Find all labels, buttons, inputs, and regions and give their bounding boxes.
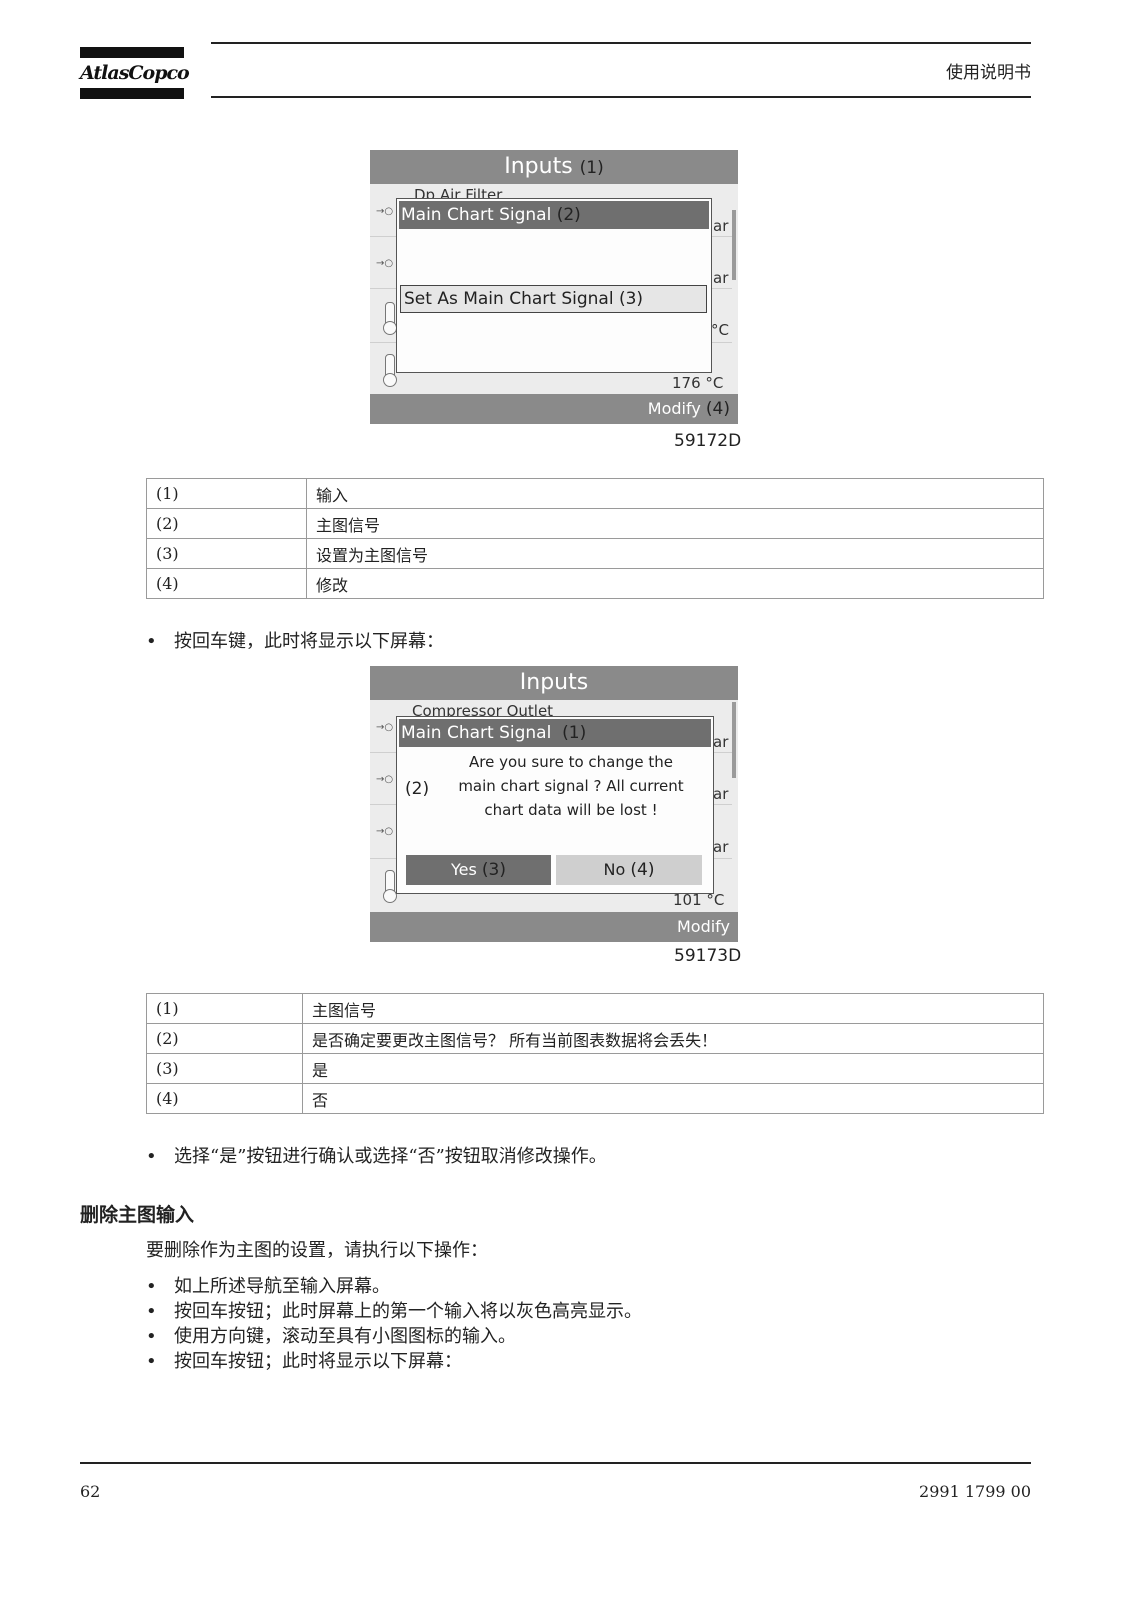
row-label-compressor-outlet: Compressor Outlet [412,702,554,720]
page-number: 62 [80,1482,101,1501]
confirm-dialog: Main Chart Signal (1) (2) Are you sure t… [396,716,714,894]
bullet-item: •选择“是”按钮进行确认或选择“否”按钮取消修改操作。 [146,1146,607,1167]
screen-footer: Modify (4) [370,394,738,424]
row-unit: °C [711,321,729,339]
footer-rule [80,1462,1031,1464]
list-item: •按回车按钮；此时将显示以下屏幕： [146,1351,462,1372]
table-row: (2)主图信号 [146,508,1044,539]
inputs-screen-1: Inputs (1) Dp Air Filter →○ ar →○ ar °C … [370,150,738,424]
legend-table-2: (1)主图信号 (2)是否确定要更改主图信号？ 所有当前图表数据将会丢失！ (3… [146,993,1044,1114]
table-row: (4)修改 [146,568,1044,599]
thermometer-icon [383,870,397,903]
header-bottom-rule [211,96,1031,98]
row-unit: ar [713,785,729,803]
thermometer-icon [383,302,397,335]
thermometer-icon [383,354,397,387]
table-row: (3)是 [146,1053,1044,1084]
input-arrow-icon: →○ [376,258,394,269]
confirm-message: Are you sure to change the main chart si… [458,753,684,819]
section-intro: 要删除作为主图的设置，请执行以下操作： [146,1240,488,1261]
last-value: 176 °C [672,374,724,392]
row-unit: ar [713,733,729,751]
row-unit: ar [713,217,729,235]
list-item: •如上所述导航至输入屏幕。 [146,1276,390,1297]
yes-button[interactable]: Yes (3) [406,855,551,885]
table-row: (3)设置为主图信号 [146,538,1044,569]
message-callout: (2) [405,779,430,799]
screen-title: Inputs (1) [370,150,738,184]
input-arrow-icon: →○ [376,826,394,837]
no-button[interactable]: No (4) [556,855,702,885]
table-row: (1)主图信号 [146,993,1044,1024]
section-heading: 删除主图输入 [80,1204,195,1226]
inputs-screen-2: Inputs Compressor Outlet →○ ar →○ ar →○ … [370,666,738,942]
scrollbar[interactable] [732,210,736,280]
screen-title: Inputs [370,666,738,700]
dialog-title: Main Chart Signal (2) [399,201,709,229]
dialog-title: Main Chart Signal (1) [399,719,711,747]
set-as-main-chart-option[interactable]: Set As Main Chart Signal (3) [400,285,707,313]
list-item: •使用方向键，滚动至具有小图图标的输入。 [146,1326,516,1347]
atlas-copco-logo: AtlasCopco [80,47,190,99]
input-arrow-icon: →○ [376,722,394,733]
bullet-item: •按回车键，此时将显示以下屏幕： [146,631,444,652]
header-top-rule [211,42,1031,44]
list-item: •按回车按钮；此时屏幕上的第一个输入将以灰色高亮显示。 [146,1301,642,1322]
table-row: (2)是否确定要更改主图信号？ 所有当前图表数据将会丢失！ [146,1023,1044,1054]
input-arrow-icon: →○ [376,774,394,785]
row-unit: ar [713,838,729,856]
last-value: 101 °C [673,891,725,909]
scrollbar[interactable] [732,702,736,778]
legend-table-1: (1)输入 (2)主图信号 (3)设置为主图信号 (4)修改 [146,478,1044,599]
document-number: 2991 1799 00 [919,1482,1031,1501]
modify-button[interactable]: Modify [676,917,730,936]
main-chart-signal-dialog: Main Chart Signal (2) Set As Main Chart … [396,198,712,373]
row-unit: ar [713,269,729,287]
doc-type-label: 使用说明书 [946,63,1031,83]
modify-button[interactable]: Modify [647,399,701,418]
table-row: (1)输入 [146,478,1044,509]
figure-code: 59172D [674,431,742,451]
table-row: (4)否 [146,1083,1044,1114]
input-arrow-icon: →○ [376,206,394,217]
screen-footer: Modify [370,912,738,942]
figure-code: 59173D [674,946,742,966]
